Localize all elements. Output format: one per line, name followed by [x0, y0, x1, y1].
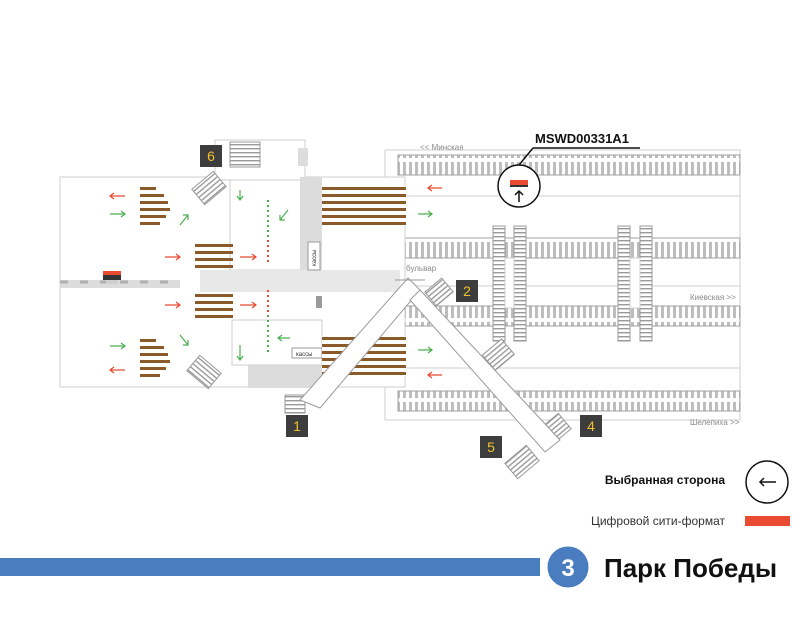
- line-number-badge: 3: [561, 555, 574, 582]
- track-2: [397, 237, 741, 259]
- ad-code-label: MSWD00331A1: [535, 131, 629, 146]
- exit-4: 4: [580, 415, 602, 437]
- flow-arrows: [109, 184, 442, 379]
- legend-selected-side: Выбранная сторона: [605, 473, 725, 487]
- svg-text:кассы: кассы: [312, 250, 318, 266]
- escalator-mid-top: [195, 244, 233, 268]
- exit-2: 2: [456, 280, 478, 302]
- svg-text:6: 6: [207, 148, 215, 164]
- tracks-area: [384, 149, 741, 421]
- cross-stairs: [492, 225, 653, 342]
- kassy-horizontal: кассы: [291, 347, 323, 359]
- half-round-stairs-bottom: [140, 339, 170, 377]
- direction-shelepikha: Шелепиха >>: [690, 418, 740, 427]
- exit-1: 1: [286, 415, 308, 437]
- digital-cityformat-marker-hall: [103, 271, 121, 284]
- svg-text:кассы: кассы: [296, 352, 312, 358]
- selected-side-icon: [745, 460, 789, 504]
- svg-text:4: 4: [587, 418, 595, 434]
- station-name: Парк Победы: [604, 553, 777, 583]
- track-4: [397, 390, 741, 412]
- escalator-top-right: [322, 186, 406, 226]
- svg-text:2: 2: [463, 283, 471, 299]
- svg-text:1: 1: [293, 418, 301, 434]
- kassy-vertical: кассы: [307, 241, 321, 271]
- half-round-stairs-top: [140, 185, 172, 229]
- diagonal-passages: [299, 277, 561, 453]
- direction-kievskaya: Киевская >>: [690, 293, 736, 302]
- exit-6: 6: [200, 145, 222, 167]
- legend-digital-cityformat: Цифровой сити-формат: [591, 514, 726, 528]
- digital-cityformat-swatch: [745, 516, 790, 526]
- legend: Выбранная сторона Цифровой сити-формат: [591, 460, 790, 528]
- direction-minskaya: << Минская: [420, 143, 464, 152]
- escalator-mid-bottom: [195, 294, 233, 318]
- exit-5: 5: [480, 436, 502, 458]
- svg-text:5: 5: [487, 439, 495, 455]
- track-1: [397, 154, 741, 176]
- metro-line-bar: 3 Парк Победы: [0, 543, 800, 591]
- grey-stairs: [186, 141, 572, 480]
- selected-ad-marker[interactable]: [497, 147, 640, 208]
